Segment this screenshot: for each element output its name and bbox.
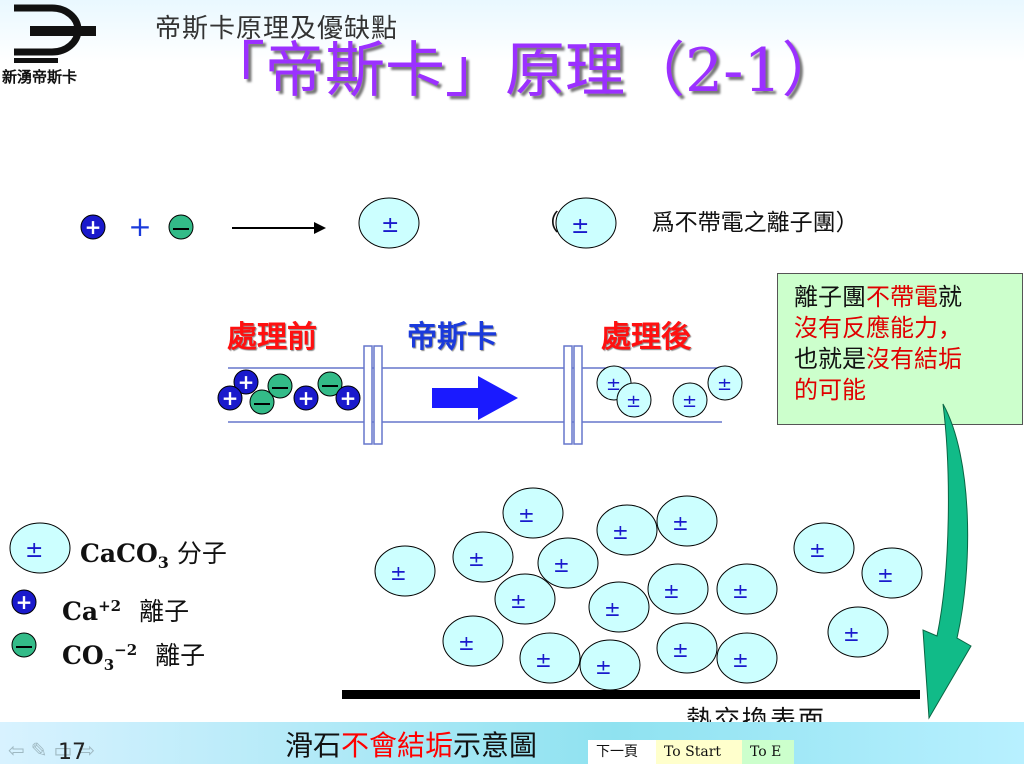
footer-band [0,722,1024,764]
after-ions: ± ± ± ± [596,365,743,418]
header-band [0,0,1024,62]
device-label: 帝斯卡 [407,320,497,355]
next-page-button[interactable]: 下一頁 [588,740,656,764]
svg-text:±: ± [663,579,680,603]
svg-text:±: ± [518,503,535,527]
legend-caco3: CaCO3 分子 [80,539,227,572]
svg-text:±: ± [682,391,697,412]
svg-text:±: ± [25,538,43,563]
legend-co3: CO3−2 離子 [62,641,206,674]
svg-text:±: ± [390,561,407,585]
neutral-note: （ 爲不帶電之離子團） [536,203,859,237]
note-open-paren: （ [536,210,559,236]
negative-ion-icon [168,214,194,240]
svg-text:+: + [298,386,315,410]
svg-text:±: ± [809,538,826,562]
svg-text:±: ± [732,648,749,672]
slide-title: 「帝斯卡」原理（2-1） [205,36,842,106]
svg-text:±: ± [877,563,894,587]
legend-negative-icon [11,632,37,658]
pipe-flange-left [363,345,373,445]
svg-text:±: ± [672,638,689,662]
logo-text: 新湧帝斯卡 [2,68,78,86]
svg-text:±: ± [717,374,732,395]
svg-text:±: ± [732,579,749,603]
svg-text:+: + [16,590,33,614]
curve-arrow-icon [922,403,972,720]
svg-text:±: ± [458,631,475,655]
page-number: 17 [58,740,86,765]
note-text: 爲不帶電之離子團） [651,210,859,236]
legend-neutral-icon [9,522,71,574]
flow-arrow-icon [432,376,518,420]
svg-text:±: ± [553,553,570,577]
note-neutral-ion-icon: ± [555,197,617,249]
svg-text:±: ± [606,374,621,395]
svg-text:+: + [340,386,357,410]
info-box: 離子團不帶電就 沒有反應能力， 也就是沒有結垢 的可能 [777,273,1023,425]
svg-text:±: ± [626,391,641,412]
svg-text:±: ± [468,547,485,571]
neutral-ion-sign: ± [381,213,399,238]
legend-positive-icon [11,589,37,615]
neutral-ion-icon [358,197,420,249]
svg-text:+: + [222,386,239,410]
forward-arrow-icon[interactable]: ⇨ [78,738,102,762]
svg-text:±: ± [535,648,552,672]
svg-text:±: ± [510,589,527,613]
heat-exchange-surface [342,690,920,699]
svg-text:±: ± [612,520,629,544]
svg-text:±: ± [571,214,589,239]
to-start-button[interactable]: To Start [656,740,742,764]
before-ions: + + + + [217,369,361,415]
positive-ion-icon [80,214,106,240]
legend-icons: ± + [9,522,71,658]
positive-ion-sign: + [85,215,102,239]
particle-scene: ± ± ± ± ± ± ± ± ± ± ± ± ± ± ± ± ± ± [374,487,923,691]
to-end-button[interactable]: To E [742,740,794,764]
pen-icon[interactable]: ✎ [30,738,54,762]
company-logo-icon [14,4,96,63]
after-label: 處理後 [601,320,691,355]
svg-text:+: + [238,370,255,394]
svg-text:±: ± [843,622,860,646]
back-arrow-icon[interactable]: ⇦ [8,738,31,762]
pipe-flange-right [563,345,573,445]
before-label: 處理前 [227,320,317,355]
plus-sign: + [128,210,151,243]
slide-caption: 滑石不會結垢示意圖 [285,729,538,762]
svg-text:±: ± [672,511,689,535]
svg-text:±: ± [595,655,612,679]
slide-subtitle: 帝斯卡原理及優缺點 [155,14,399,44]
reaction-equation: + + ± [80,197,420,249]
nav-arrows[interactable]: ⇦✎▭⇨ [8,738,101,762]
svg-text:±: ± [604,597,621,621]
pipe-diagram: + + + + ± ± ± ± [217,345,743,445]
menu-icon[interactable]: ▭ [53,738,79,762]
legend-ca: Ca+2 離子 [62,597,190,626]
